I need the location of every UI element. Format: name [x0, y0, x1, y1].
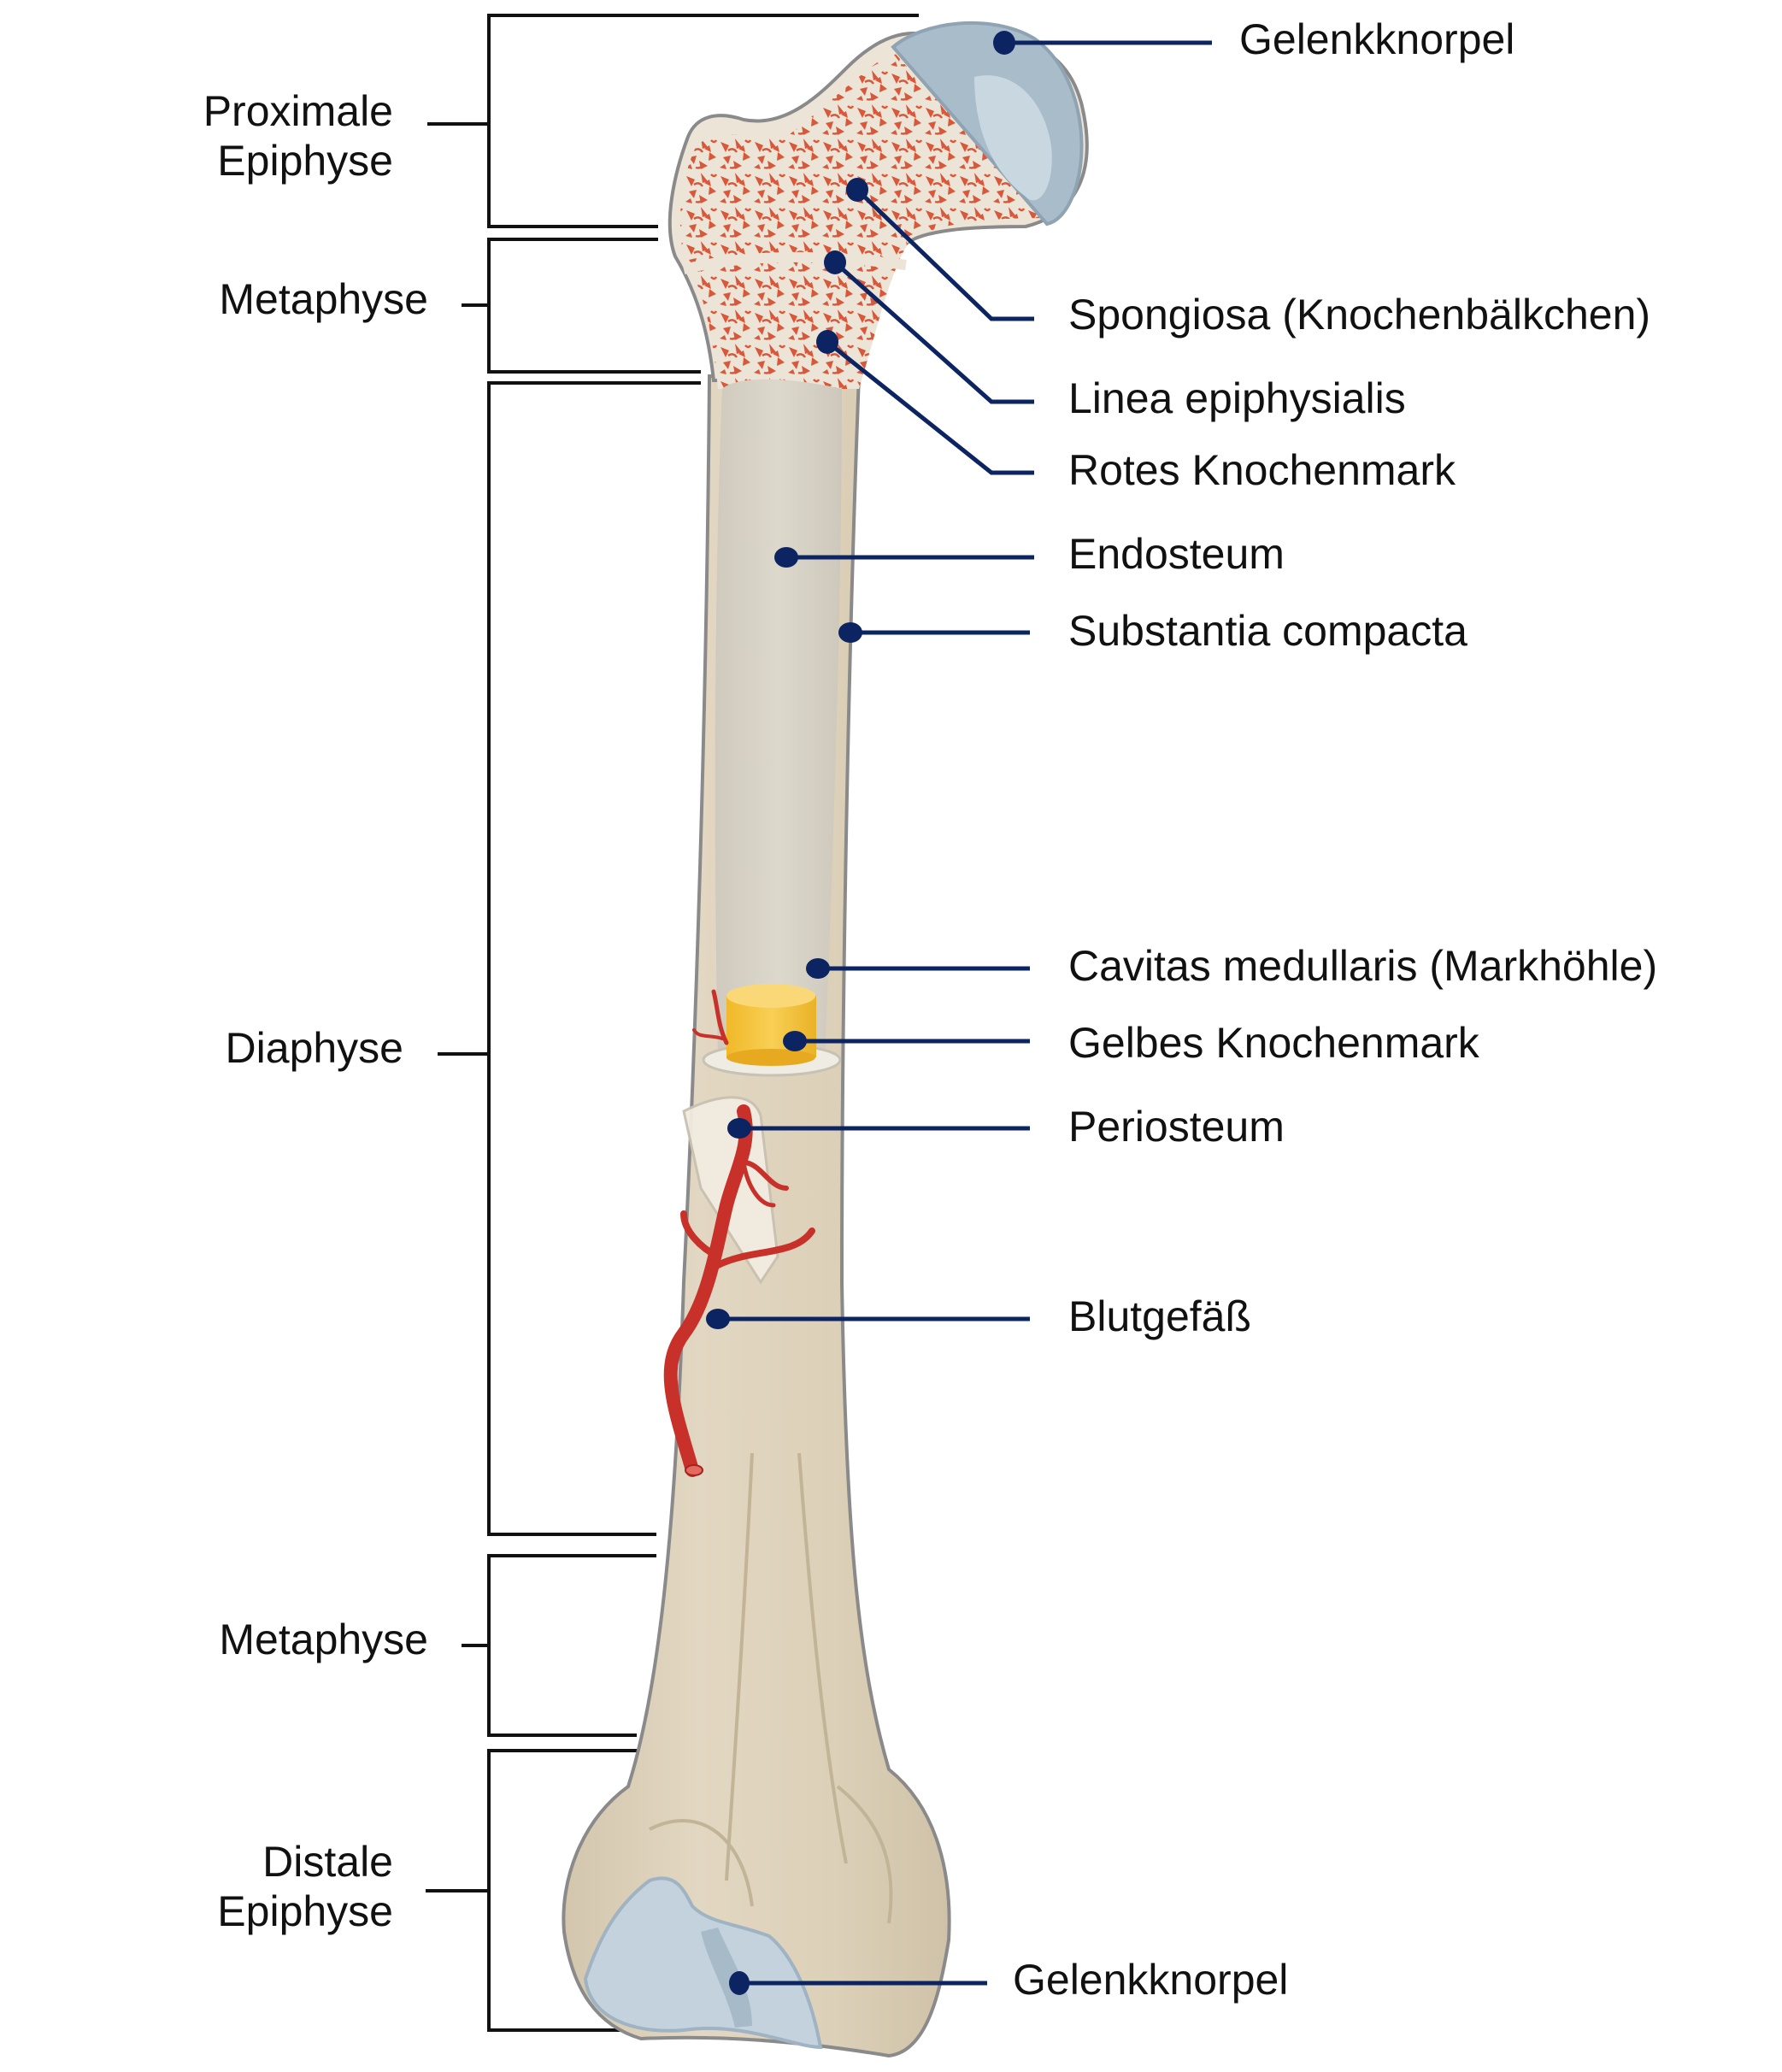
- region-label-line: Proximale: [203, 87, 393, 135]
- label-endosteum: Endosteum: [1068, 530, 1285, 578]
- region-label-distal-metaphysis: Metaphyse: [219, 1616, 428, 1665]
- bracket-proximal-epiphysis: [487, 14, 919, 228]
- blood-vessel-shape: [663, 989, 815, 1477]
- region-label-line: Metaphyse: [219, 275, 428, 323]
- medullary-cavity-shape: [715, 379, 842, 1060]
- label-articular-cartilage-top: Gelenkknorpel: [1239, 15, 1515, 63]
- region-label-line: Epiphyse: [217, 136, 393, 185]
- pointer-dot-cartilage-top: [993, 31, 1015, 55]
- label-blood-vessel: Blutgefäß: [1068, 1292, 1252, 1340]
- cartilage-bottom-shadow: [701, 1928, 752, 2028]
- pointer-dot-spongy-bone: [846, 178, 868, 202]
- label-medullary-cavity: Cavitas medullaris (Markhöhle): [1068, 942, 1658, 990]
- region-label-line: Metaphyse: [219, 1616, 428, 1663]
- bracket-proximal-metaphysis: [487, 238, 701, 374]
- pointer-lines: [718, 40, 1212, 1986]
- pointer-dot-blood-vessel: [706, 1309, 730, 1329]
- region-label-diaphysis: Diaphyse: [226, 1024, 403, 1074]
- cartilage-bottom: [583, 1876, 823, 2050]
- pointer-dot-endosteum: [774, 547, 798, 568]
- pointer-line-epiphyseal-line: [833, 261, 1034, 404]
- label-articular-cartilage-bottom: Gelenkknorpel: [1013, 1956, 1289, 2004]
- label-periosteum: Periosteum: [1068, 1103, 1285, 1151]
- pointer-dot-medullary-cavity: [806, 958, 830, 979]
- pointer-dot-cartilage-bottom: [729, 1971, 750, 1995]
- pointer-dot-compact-bone: [838, 622, 862, 643]
- label-compact-bone: Substantia compacta: [1068, 607, 1467, 655]
- yellow-marrow-cylinder: [726, 984, 816, 1066]
- distal-ridge-lines: [649, 1452, 893, 1924]
- pointer-dot-periosteum: [727, 1118, 751, 1139]
- pointer-dot-red-marrow: [816, 330, 838, 354]
- pointer-dots: [706, 31, 1015, 1995]
- pointer-dot-yellow-marrow: [783, 1031, 807, 1051]
- label-yellow-marrow: Gelbes Knochenmark: [1068, 1019, 1479, 1067]
- region-brackets: [426, 14, 919, 2032]
- label-epiphyseal-line: Linea epiphysialis: [1068, 374, 1406, 422]
- pointer-line-spongy-bone: [856, 188, 1034, 321]
- region-label-line: Diaphyse: [225, 1024, 403, 1072]
- spongy-bone-area: [679, 51, 1043, 389]
- label-spongy-bone: Spongiosa (Knochenbälkchen): [1068, 291, 1651, 338]
- region-label-line: Distale: [262, 1838, 393, 1886]
- pointer-dot-epiphyseal-line: [824, 250, 846, 274]
- vessel-opening: [685, 1464, 703, 1476]
- bracket-diaphysis: [487, 381, 701, 1536]
- region-label-proximal-epiphysis: Proximale Epiphyse: [203, 87, 393, 185]
- pointer-line-red-marrow: [826, 340, 1034, 475]
- region-label-line: Epiphyse: [217, 1887, 393, 1935]
- bracket-distal-metaphysis: [487, 1554, 656, 1737]
- femur: [562, 21, 1089, 2058]
- region-label-proximal-metaphysis: Metaphyse: [219, 275, 428, 325]
- region-label-distal-epiphysis: Distale Epiphyse: [217, 1838, 393, 1936]
- cartilage-top-highlight: [974, 75, 1052, 201]
- epiphyseal-line-mark: [682, 251, 907, 274]
- label-red-marrow: Rotes Knochenmark: [1068, 446, 1456, 494]
